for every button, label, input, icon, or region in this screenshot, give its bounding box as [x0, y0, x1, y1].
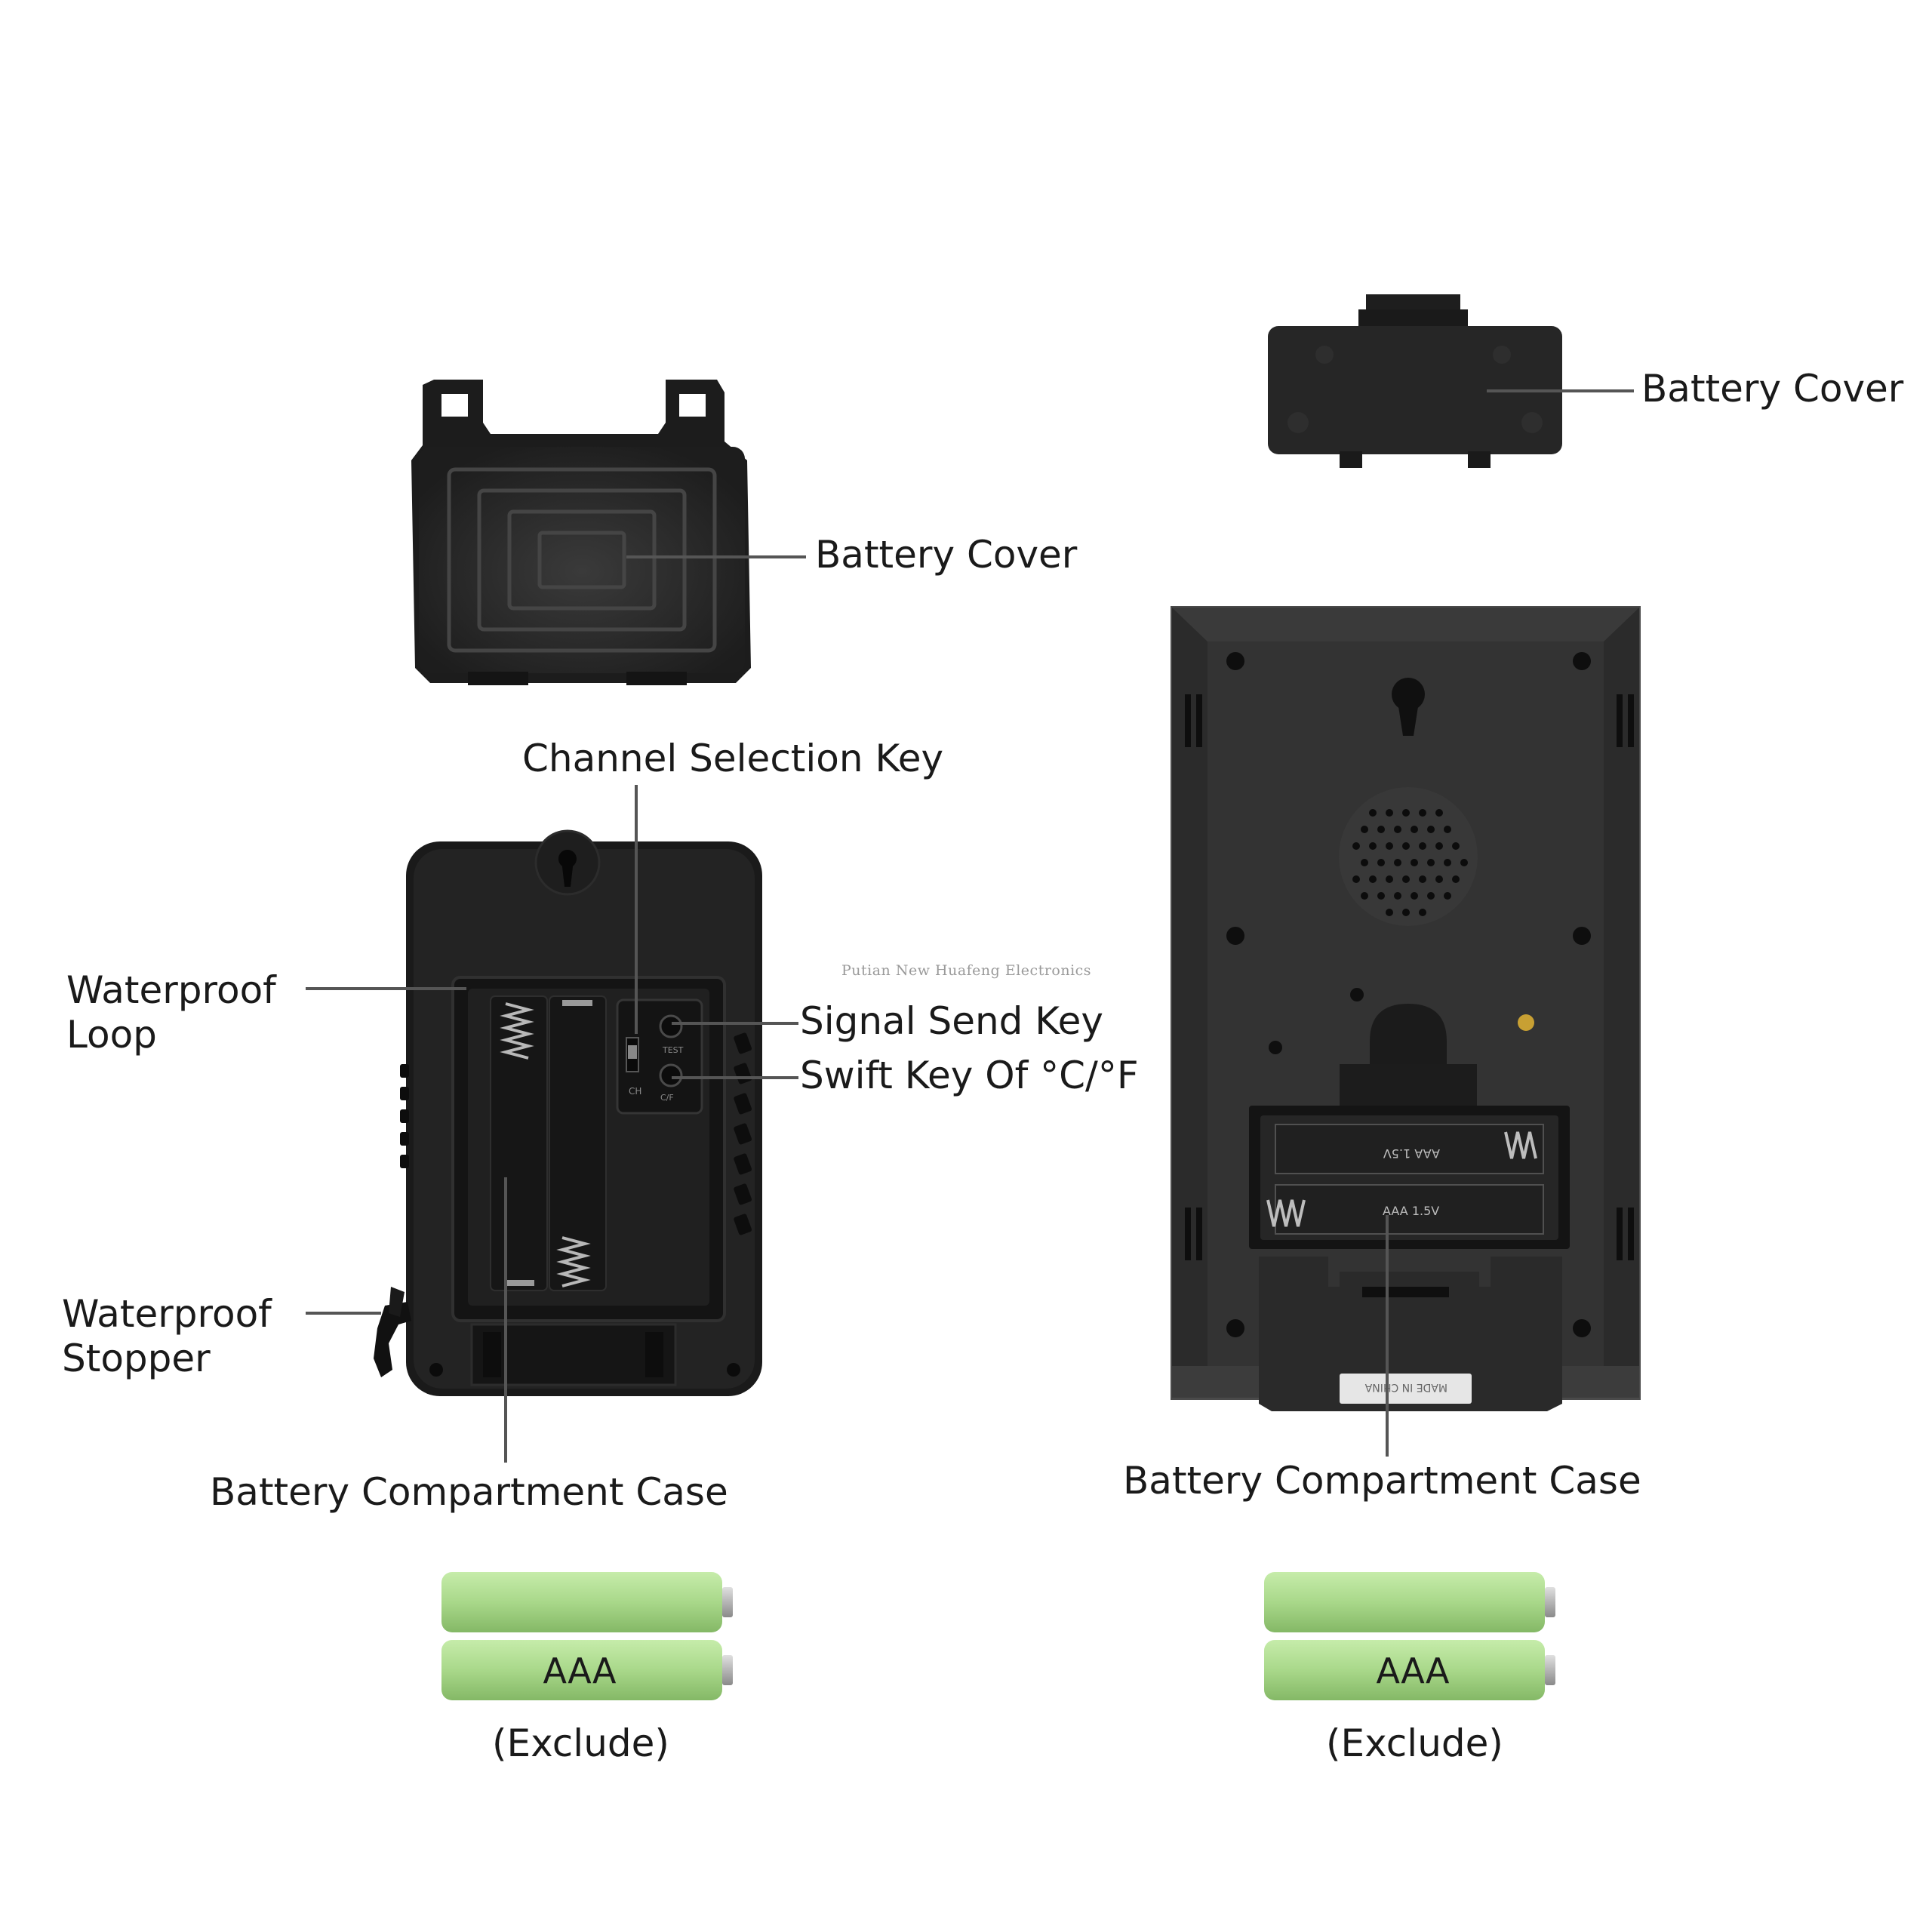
speaker-hole	[1361, 892, 1368, 900]
waterproof-loop-label: Waterproof Loop	[66, 968, 276, 1057]
speaker-hole	[1452, 842, 1460, 850]
waterproof-stopper-line2: Stopper	[62, 1336, 211, 1380]
speaker-hole	[1386, 909, 1393, 916]
speaker-hole	[1402, 842, 1410, 850]
speaker-hole	[1386, 875, 1393, 883]
speaker-hole	[1394, 826, 1401, 833]
leader-lines	[306, 389, 1634, 1463]
left-battery-label: AAA	[543, 1651, 617, 1691]
right-battery-cover	[1268, 294, 1562, 468]
right-battery-note: (Exclude)	[1326, 1721, 1503, 1765]
speaker-hole	[1377, 892, 1385, 900]
right-battery-label: AAA	[1377, 1651, 1450, 1691]
speaker-hole	[1419, 875, 1426, 883]
speaker-hole	[1369, 842, 1377, 850]
speaker-hole	[1394, 859, 1401, 866]
speaker-hole	[1427, 826, 1435, 833]
switch-label-cf: C/F	[660, 1093, 674, 1103]
watermark: Putian New Huafeng Electronics	[841, 962, 1092, 979]
speaker-hole	[1444, 859, 1451, 866]
channel-selection-key-label: Channel Selection Key	[522, 737, 944, 780]
speaker-hole	[1369, 809, 1377, 817]
right-battery-compartment-label: Battery Compartment Case	[1123, 1459, 1641, 1503]
speaker-hole	[1435, 875, 1443, 883]
speaker-hole	[1361, 859, 1368, 866]
speaker-hole	[1435, 842, 1443, 850]
speaker-hole	[1369, 875, 1377, 883]
speaker-hole	[1377, 859, 1385, 866]
swift-key-label: Swift Key Of °C/°F	[800, 1054, 1139, 1097]
speaker-hole	[1361, 826, 1368, 833]
right-batteries: AAA	[1264, 1572, 1555, 1700]
speaker-hole	[1386, 809, 1393, 817]
right-display-body: AAA 1.5V AAA 1.5V MADE IN CHINA	[1171, 606, 1641, 1411]
speaker-hole	[1427, 892, 1435, 900]
speaker-hole	[1435, 809, 1443, 817]
compartment-marking-upper: AAA 1.5V	[1383, 1146, 1440, 1161]
signal-send-key-label: Signal Send Key	[800, 999, 1103, 1043]
waterproof-stopper-label: Waterproof Stopper	[62, 1292, 272, 1380]
speaker-hole	[1411, 892, 1418, 900]
waterproof-loop-line2: Loop	[66, 1012, 157, 1057]
speaker-hole	[1402, 875, 1410, 883]
speaker-hole	[1352, 842, 1360, 850]
case-marking: MADE IN CHINA	[1364, 1381, 1447, 1393]
right-battery-cover-label: Battery Cover	[1641, 367, 1904, 411]
waterproof-stopper-line1: Waterproof	[62, 1292, 272, 1336]
speaker-hole	[1411, 826, 1418, 833]
speaker-hole	[1452, 875, 1460, 883]
left-batteries: AAA	[441, 1572, 733, 1700]
left-battery-compartment-label: Battery Compartment Case	[210, 1470, 728, 1514]
speaker-hole	[1402, 909, 1410, 916]
speaker-hole	[1419, 909, 1426, 916]
speaker-hole	[1427, 859, 1435, 866]
switch-label-test: TEST	[662, 1045, 684, 1055]
speaker-hole	[1411, 859, 1418, 866]
speaker-hole	[1394, 892, 1401, 900]
speaker-hole	[1419, 842, 1426, 850]
compartment-marking-lower: AAA 1.5V	[1383, 1204, 1439, 1218]
left-battery-cover	[411, 380, 751, 685]
left-battery-note: (Exclude)	[492, 1721, 669, 1765]
speaker-hole	[1419, 809, 1426, 817]
left-battery-cover-label: Battery Cover	[815, 533, 1078, 577]
speaker-hole	[1377, 826, 1385, 833]
speaker-hole	[1386, 842, 1393, 850]
speaker-hole	[1352, 875, 1360, 883]
speaker-hole	[1460, 859, 1468, 866]
switch-label-ch: CH	[629, 1086, 641, 1097]
speaker-hole	[1444, 826, 1451, 833]
speaker-hole	[1402, 809, 1410, 817]
waterproof-loop-line1: Waterproof	[66, 968, 276, 1012]
speaker-hole	[1444, 892, 1451, 900]
left-sensor-body: CH TEST C/F	[374, 829, 762, 1396]
